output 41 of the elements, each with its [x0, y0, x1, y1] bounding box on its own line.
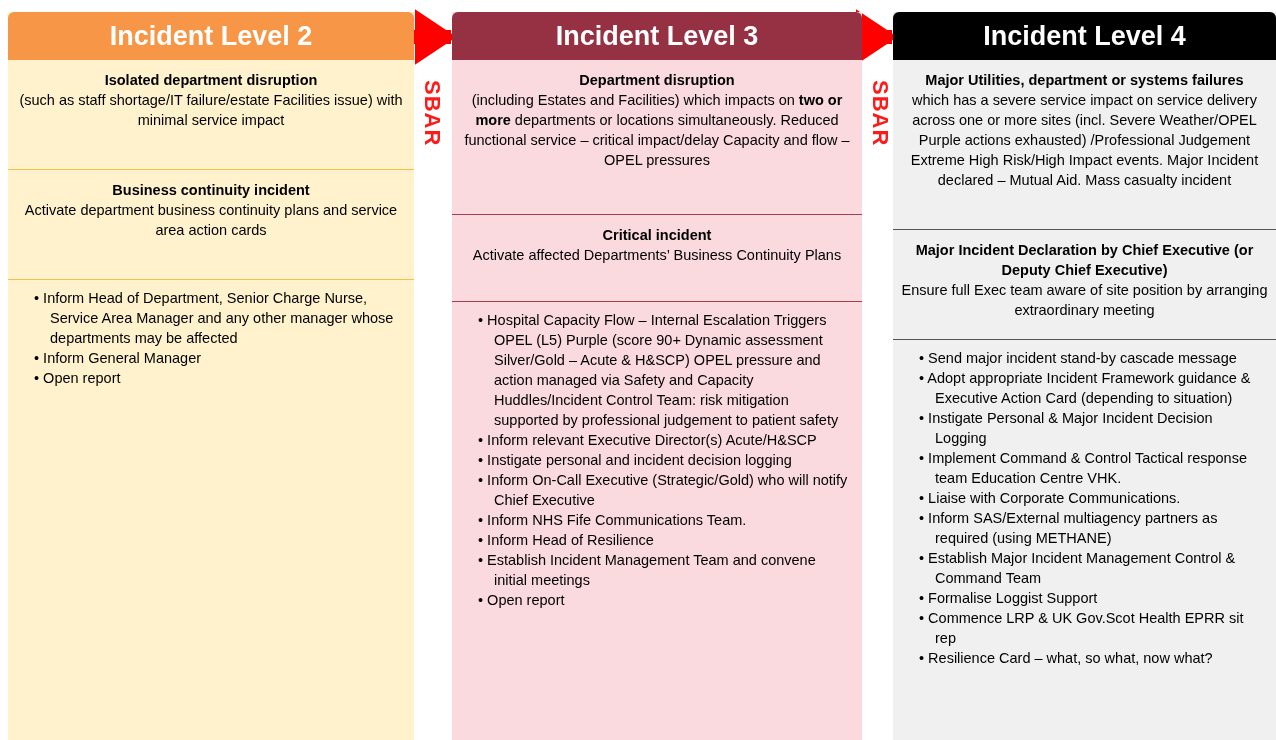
bullet-item: • Adopt appropriate Incident Framework guidance & Executive Action Card (depending to situation) — [919, 369, 1252, 408]
edge-label: SBAR — [419, 80, 445, 147]
bullet-item: • Commence LRP & UK Gov.Scot Health EPRR sit rep — [919, 609, 1245, 648]
section-text: Activate affected Departments’ Business Continuity Plans — [471, 246, 843, 265]
bullet-item: • Open report — [34, 369, 122, 388]
section-heading: Critical incident — [601, 226, 713, 245]
column-panel — [8, 12, 414, 740]
bullet-item: • Implement Command & Control Tactical response team Education Centre VHK. — [919, 449, 1248, 488]
bullet-item: • Inform Head of Department, Senior Charge Nurse, Service Area Manager and any other manager whose departments may be affected — [34, 289, 395, 348]
section-heading: Major Incident Declaration by Chief Executive (or Deputy Chief Executive) — [914, 241, 1255, 280]
section-text: (including Estates and Facilities) which impacts on two or more departments or locations simultaneously. Reduced functional service – critical impact/delay Capacity and flow – OPEL pressures — [463, 91, 851, 170]
bullet-item: • Establish Incident Management Team and convene initial meetings — [478, 551, 817, 590]
bullet-item: • Inform NHS Fife Communications Team. — [478, 511, 748, 530]
section-text: Activate department business continuity plans and service area action cards — [23, 201, 399, 240]
bullet-item: • Send major incident stand-by cascade message — [919, 349, 1238, 368]
bullet-item: • Instigate Personal & Major Incident Decision Logging — [919, 409, 1214, 448]
bullet-item: • Open report — [478, 591, 566, 610]
section-text: Ensure full Exec team aware of site position by arranging extraordinary meeting — [900, 281, 1269, 320]
edge-label: SBAR — [867, 80, 893, 147]
section-heading: Major Utilities, department or systems failures — [924, 71, 1245, 90]
bullet-item: • Inform Head of Resilience — [478, 531, 655, 550]
section-text: (such as staff shortage/IT failure/estate Facilities issue) with minimal service impact — [18, 91, 404, 130]
section-heading: Business continuity incident — [111, 181, 311, 200]
bullet-item: • Resilience Card – what, so what, now what? — [919, 649, 1214, 668]
column-header: Incident Level 3 — [452, 12, 862, 60]
bullet-item: • Inform General Manager — [34, 349, 203, 368]
bullet-item: • Liaise with Corporate Communications. — [919, 489, 1182, 508]
bullet-item: • Instigate personal and incident decision logging — [478, 451, 793, 470]
column-header: Incident Level 2 — [8, 12, 414, 60]
section-heading: Isolated department disruption — [103, 71, 319, 90]
bullet-item: • Establish Major Incident Management Control & Command Team — [919, 549, 1237, 588]
column-panel — [893, 12, 1276, 740]
section-heading: Department disruption — [578, 71, 736, 90]
column-panel — [452, 12, 862, 740]
bullet-item: • Inform On-Call Executive (Strategic/Gold) who will notify Chief Executive — [478, 471, 849, 510]
column-header: Incident Level 4 — [893, 12, 1276, 60]
bullet-item: • Inform relevant Executive Director(s) Acute/H&SCP — [478, 431, 818, 450]
bullet-item: • Hospital Capacity Flow – Internal Escalation Triggers OPEL (L5) Purple (score 90+ Dynamic assessment Silver/Gold – Acute & H&SCP) OPEL pressure and action managed via Safety and Capacity Huddles/Incident Control Team: risk mitigation supported by professional judgement to patient safety — [478, 311, 840, 430]
bullet-item: • Formalise Loggist Support — [919, 589, 1099, 608]
section-text: which has a severe service impact on service delivery across one or more sites (incl. Severe Weather/OPEL Purple actions exhausted) /Professional Judgement Extreme High Risk/High Impact events. Major Incident declared – Mutual Aid. Mass casualty incident — [909, 91, 1260, 190]
bullet-item: • Inform SAS/External multiagency partners as required (using METHANE) — [919, 509, 1219, 548]
